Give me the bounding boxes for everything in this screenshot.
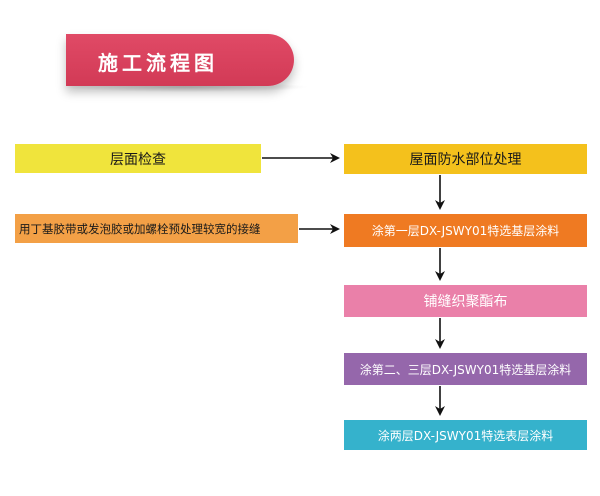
step-top-coat-label: 涂两层DX-JSWY01特选表层涂料 <box>377 428 554 443</box>
step-waterproof-detail: 屋面防水部位处理 <box>344 144 587 174</box>
step-polyester-cloth-label: 铺缝织聚酯布 <box>423 294 508 310</box>
title-badge: 施工流程图 <box>66 34 294 86</box>
step-first-coat: 涂第一层DX-JSWY01特选基层涂料 <box>344 214 587 247</box>
step-surface-check-label: 层面检查 <box>110 151 166 168</box>
step-seam-treatment-label: 用丁基胶带或发泡胶或加螺栓预处理较宽的接缝 <box>19 221 261 236</box>
page-title: 施工流程图 <box>98 51 218 75</box>
step-seam-treatment: 用丁基胶带或发泡胶或加螺栓预处理较宽的接缝 <box>15 214 298 243</box>
step-second-coat-label: 涂第二、三层DX-JSWY01特选基层涂料 <box>359 362 572 377</box>
step-first-coat-label: 涂第一层DX-JSWY01特选基层涂料 <box>371 224 560 238</box>
step-surface-check: 层面检查 <box>15 144 261 173</box>
step-second-coat: 涂第二、三层DX-JSWY01特选基层涂料 <box>344 353 587 385</box>
step-waterproof-detail-label: 屋面防水部位处理 <box>409 152 522 168</box>
step-top-coat: 涂两层DX-JSWY01特选表层涂料 <box>344 420 587 450</box>
step-polyester-cloth: 铺缝织聚酯布 <box>344 285 587 317</box>
title-badge-shadow <box>60 82 310 92</box>
